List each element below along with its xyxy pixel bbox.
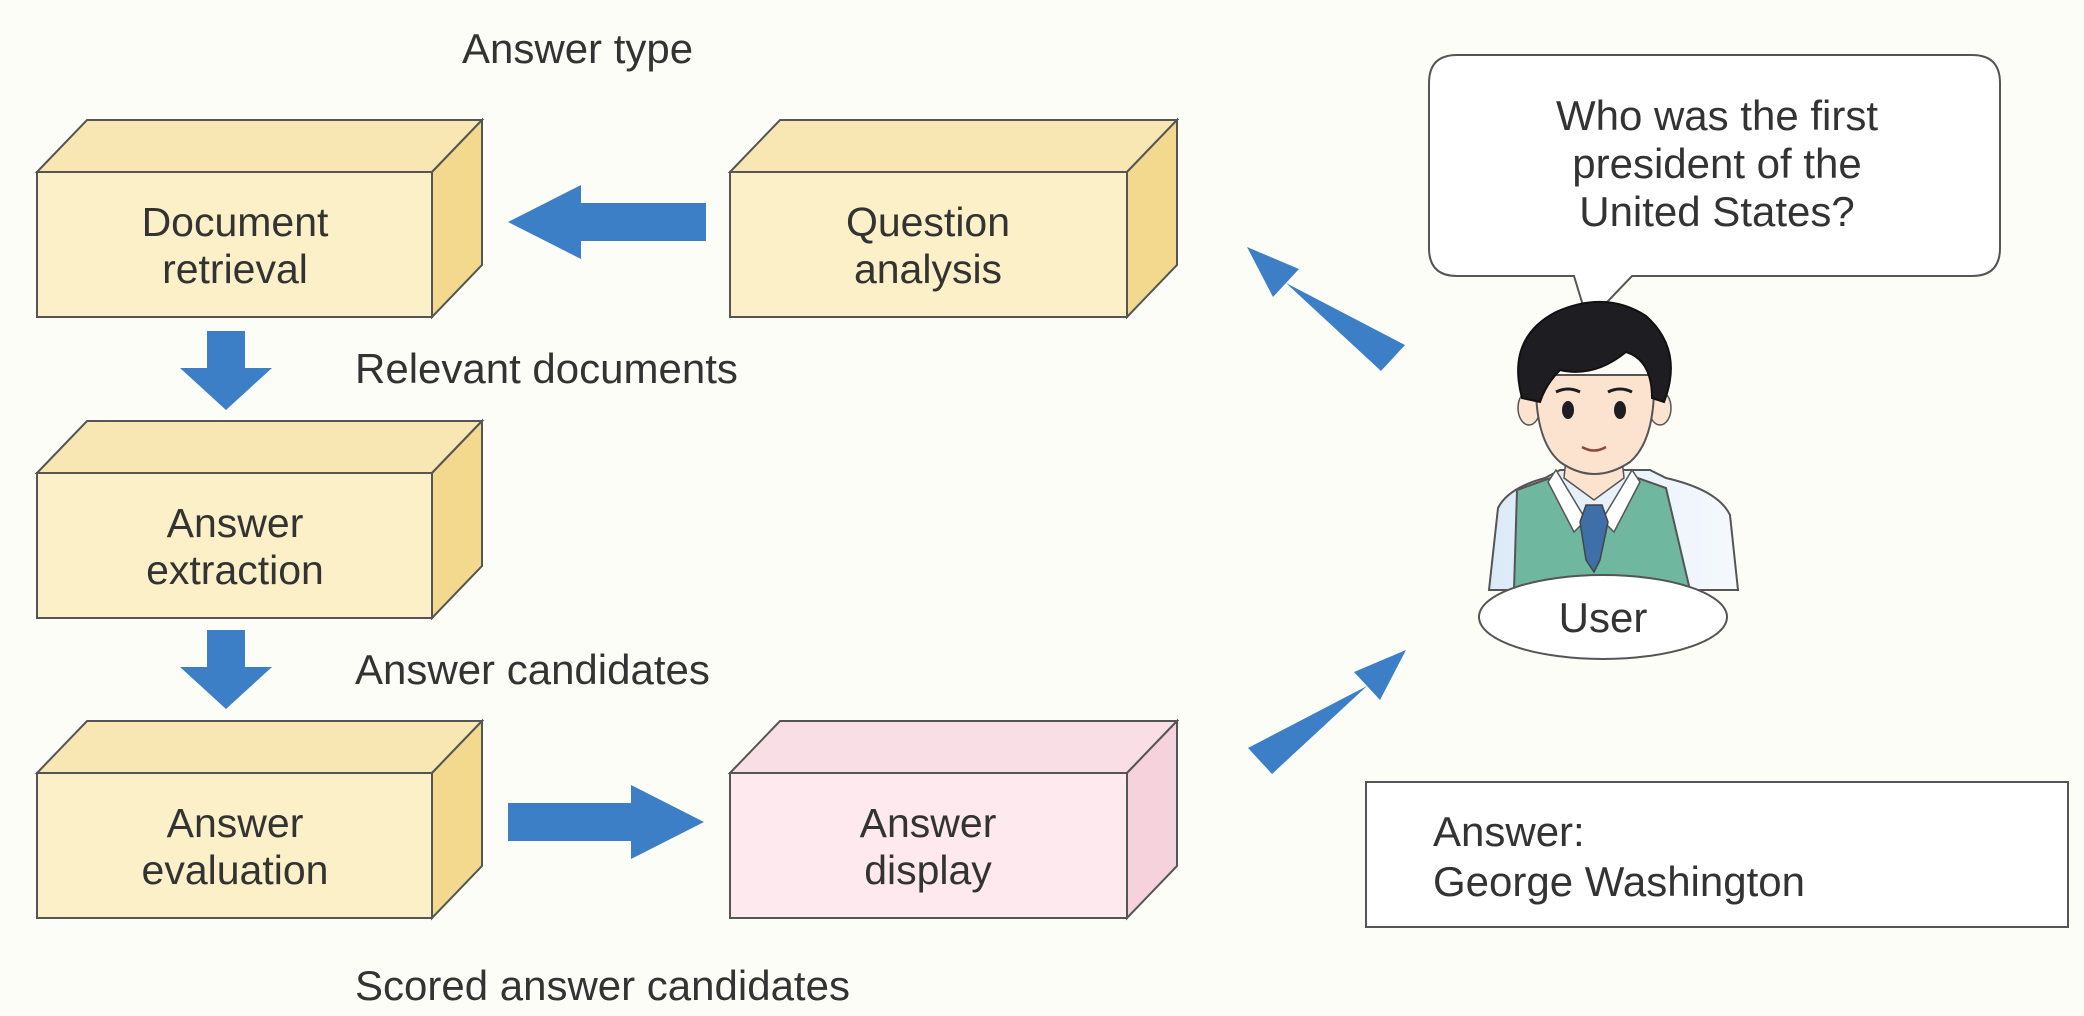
box-top-face (34, 420, 485, 474)
user-label: User (1559, 594, 1648, 641)
box-front-face (729, 772, 1128, 919)
box-label-line-1: Answer (860, 800, 997, 846)
box-front-face (36, 171, 433, 318)
box-top-face (34, 119, 485, 173)
answer-box-frame (1365, 781, 2069, 928)
box-front-face (729, 171, 1128, 318)
face-shape (1534, 374, 1656, 475)
box-label-line-1: Question (846, 199, 1010, 245)
speech-line-3: United States? (1579, 188, 1855, 235)
answer-extraction-box: Answer extraction (34, 418, 485, 621)
user-ellipse (1478, 574, 1728, 660)
speech-bubble: Who was the first president of the Unite… (1428, 54, 2001, 324)
speech-bubble-outline (1428, 54, 2001, 324)
box-label-line-1: Document (142, 199, 329, 245)
arrow-right-icon (508, 785, 704, 859)
box-top-face (34, 720, 485, 774)
box-label-line-2: retrieval (162, 246, 308, 292)
answer-box-line-1: Answer: (1433, 808, 1585, 855)
speech-line-1: Who was the first (1556, 92, 1878, 139)
box-top-face (727, 720, 1180, 774)
user-label-badge: User (1478, 574, 1728, 660)
hair-shape (1517, 301, 1672, 404)
arrow-down-icon (180, 331, 272, 410)
eyebrow-shape (1607, 387, 1633, 394)
collar-shape (1547, 468, 1641, 534)
arrow-down-icon (180, 630, 272, 709)
box-front-face (36, 472, 433, 619)
answer-box: Answer: George Washington (1365, 781, 2069, 928)
arrow-up-left-icon (1247, 247, 1405, 371)
answer-box-line-2: George Washington (1433, 858, 1805, 905)
question-analysis-box: Question analysis (727, 117, 1180, 320)
box-top-face (727, 119, 1180, 173)
box-label-line-2: extraction (146, 547, 324, 593)
answer-display-box: Answer display (727, 718, 1180, 921)
mouth-shape (1581, 445, 1607, 452)
box-label-line-1: Answer (167, 800, 304, 846)
answer-type-label: Answer type (462, 25, 693, 72)
answer-candidates-label: Answer candidates (355, 646, 710, 693)
speech-line-2: president of the (1572, 140, 1862, 187)
eye-shape (1562, 401, 1574, 419)
box-front-face (36, 772, 433, 919)
answer-evaluation-box: Answer evaluation (34, 718, 485, 921)
arrow-up-right-icon (1248, 650, 1406, 774)
box-label-line-2: display (864, 847, 992, 893)
tie-shape (1579, 504, 1609, 574)
document-retrieval-box: Document retrieval (34, 117, 485, 320)
eyebrow-shape (1555, 387, 1581, 394)
box-label-line-1: Answer (167, 500, 304, 546)
box-label-line-2: evaluation (142, 847, 329, 893)
box-label-line-2: analysis (854, 246, 1002, 292)
arrow-left-icon (508, 185, 706, 259)
eye-shape (1614, 401, 1626, 419)
relevant-documents-label: Relevant documents (355, 345, 738, 392)
user-figure-icon (1487, 301, 1740, 591)
scored-answer-candidates-label: Scored answer candidates (355, 962, 850, 1009)
